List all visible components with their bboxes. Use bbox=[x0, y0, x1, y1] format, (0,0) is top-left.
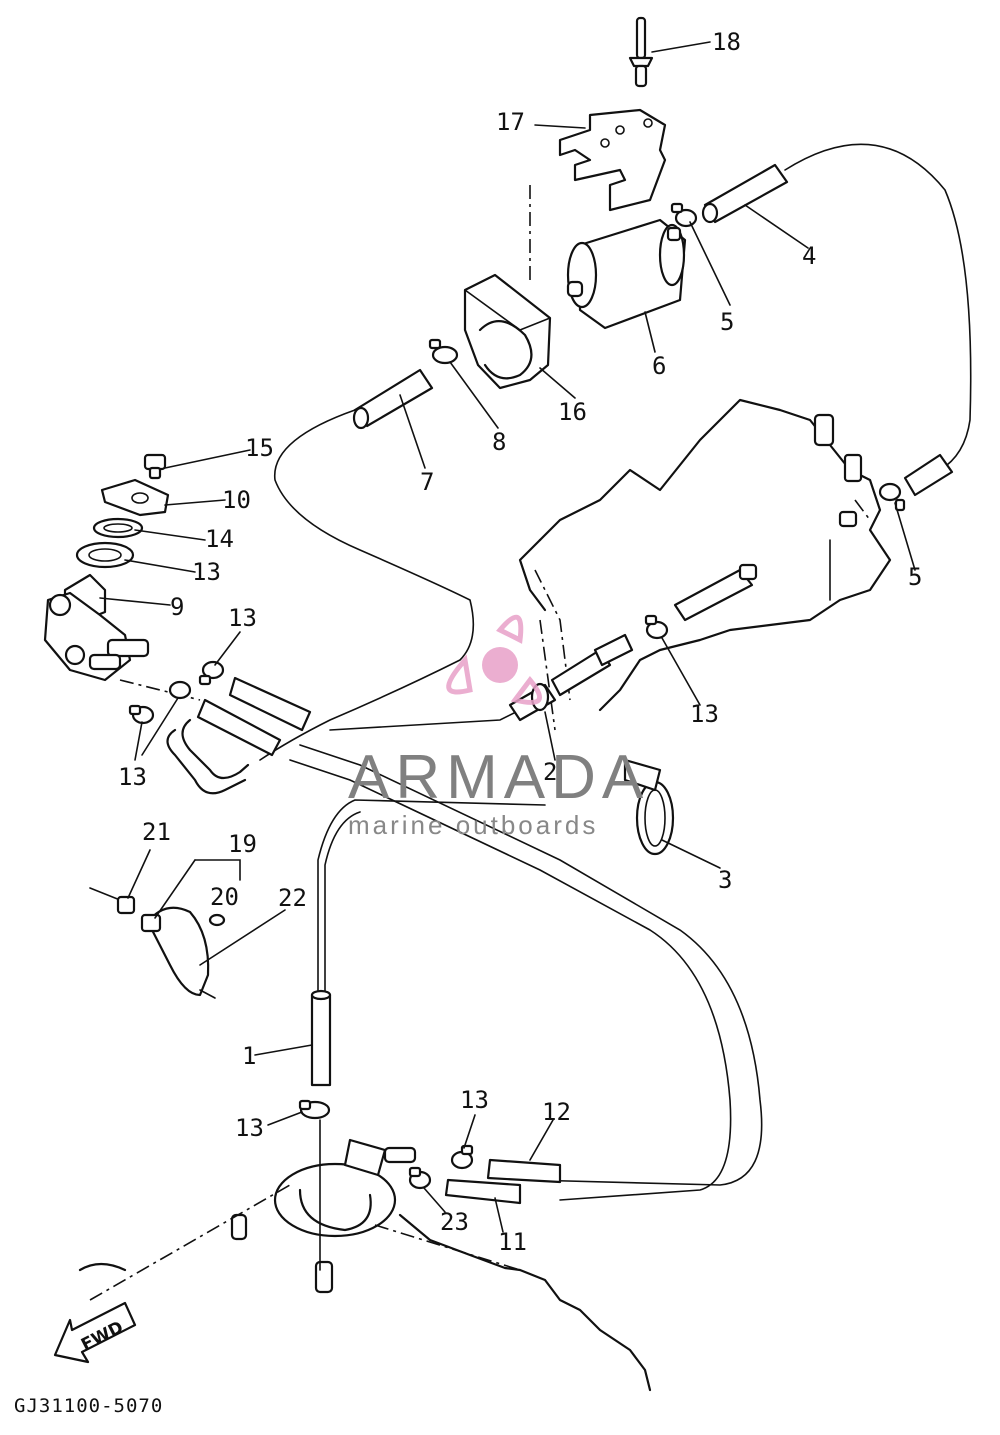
callout-5-lower: 5 bbox=[908, 563, 922, 591]
part-10-cap bbox=[100, 478, 170, 517]
callout-12: 12 bbox=[542, 1098, 571, 1126]
part-5-hose-end bbox=[903, 453, 954, 497]
fuel-hose-routing bbox=[259, 143, 972, 1271]
leader-lines bbox=[99, 41, 916, 1233]
callout-11: 11 bbox=[498, 1228, 527, 1256]
part-22-tie bbox=[89, 887, 136, 915]
part-8-clip bbox=[428, 338, 459, 365]
callout-13-b: 13 bbox=[118, 763, 147, 791]
callout-13-c: 13 bbox=[690, 700, 719, 728]
callout-23: 22 bbox=[278, 884, 307, 912]
part-18-bracket bbox=[558, 108, 667, 212]
part-13-clip-d bbox=[644, 614, 669, 640]
part-13-clip-c bbox=[128, 704, 155, 725]
part-callouts: 18 17 4 5 6 16 8 7 15 10 14 13 9 13 13 1… bbox=[118, 28, 922, 1256]
engine-block-outline bbox=[518, 398, 892, 712]
part-15-gasket bbox=[92, 517, 144, 539]
callout-10: 10 bbox=[222, 486, 251, 514]
part-11-hose bbox=[444, 1178, 522, 1205]
part-13-clip-f bbox=[450, 1144, 474, 1170]
primer-hoses bbox=[166, 676, 312, 795]
callout-13-a: 13 bbox=[228, 604, 257, 632]
callout-18: 17 bbox=[496, 108, 525, 136]
callout-19: 18 bbox=[712, 28, 741, 56]
part-5-clip-lower bbox=[878, 482, 906, 512]
part-13-clip-e bbox=[298, 1099, 331, 1120]
part-17-filter-holder bbox=[463, 273, 552, 390]
part-12-hose bbox=[486, 1158, 562, 1184]
callout-2: 2 bbox=[543, 758, 557, 786]
callout-20: 19 bbox=[228, 830, 257, 858]
engine-fuel-fitting bbox=[673, 510, 858, 622]
drawing-code: GJ31100-5070 bbox=[14, 1395, 163, 1417]
callout-4: 4 bbox=[802, 242, 816, 270]
callout-13-d: 13 bbox=[235, 1114, 264, 1142]
callout-13-f: 23 bbox=[440, 1208, 469, 1236]
callout-22: 21 bbox=[142, 818, 171, 846]
part-3-clamp bbox=[623, 758, 675, 856]
fuel-tank-fitting bbox=[343, 1138, 417, 1177]
part-2-connector bbox=[508, 633, 634, 722]
part-1-hose bbox=[310, 989, 332, 1087]
callout-17: 16 bbox=[558, 398, 587, 426]
part-21-nut bbox=[208, 913, 226, 927]
part-19-pin bbox=[628, 16, 654, 88]
callout-14: 13 bbox=[192, 558, 221, 586]
callout-15: 14 bbox=[205, 525, 234, 553]
watermark-tagline: marine outboards bbox=[348, 810, 598, 840]
lower-case-outline bbox=[78, 1162, 652, 1392]
callout-3: 3 bbox=[718, 866, 732, 894]
watermark-brand: ARMADA bbox=[348, 743, 649, 812]
callout-16: 15 bbox=[245, 434, 274, 462]
part-9-valve-body bbox=[43, 573, 150, 682]
callout-6: 6 bbox=[652, 352, 666, 380]
part-5-clip-upper bbox=[670, 202, 698, 228]
part-7-hose bbox=[352, 368, 434, 430]
callout-5-upper: 5 bbox=[720, 308, 734, 336]
part-16-screw bbox=[143, 453, 167, 480]
part-4-hose bbox=[701, 163, 789, 224]
callout-9: 9 bbox=[170, 593, 184, 621]
part-20-band bbox=[140, 906, 216, 999]
part-13-clip-b bbox=[168, 680, 192, 700]
callout-8: 8 bbox=[492, 428, 506, 456]
part-14-ring bbox=[75, 541, 135, 569]
callout-21: 20 bbox=[210, 883, 239, 911]
forward-direction-arrow: FWD bbox=[53, 1301, 137, 1364]
watermark-logo bbox=[446, 614, 543, 705]
callout-1: 1 bbox=[242, 1042, 256, 1070]
part-13-clip-g bbox=[408, 1166, 432, 1190]
callout-13-e: 13 bbox=[460, 1086, 489, 1114]
part-6-fuel-filter bbox=[566, 218, 687, 330]
part-13-clip-a bbox=[198, 660, 225, 686]
callout-7: 7 bbox=[420, 468, 434, 496]
